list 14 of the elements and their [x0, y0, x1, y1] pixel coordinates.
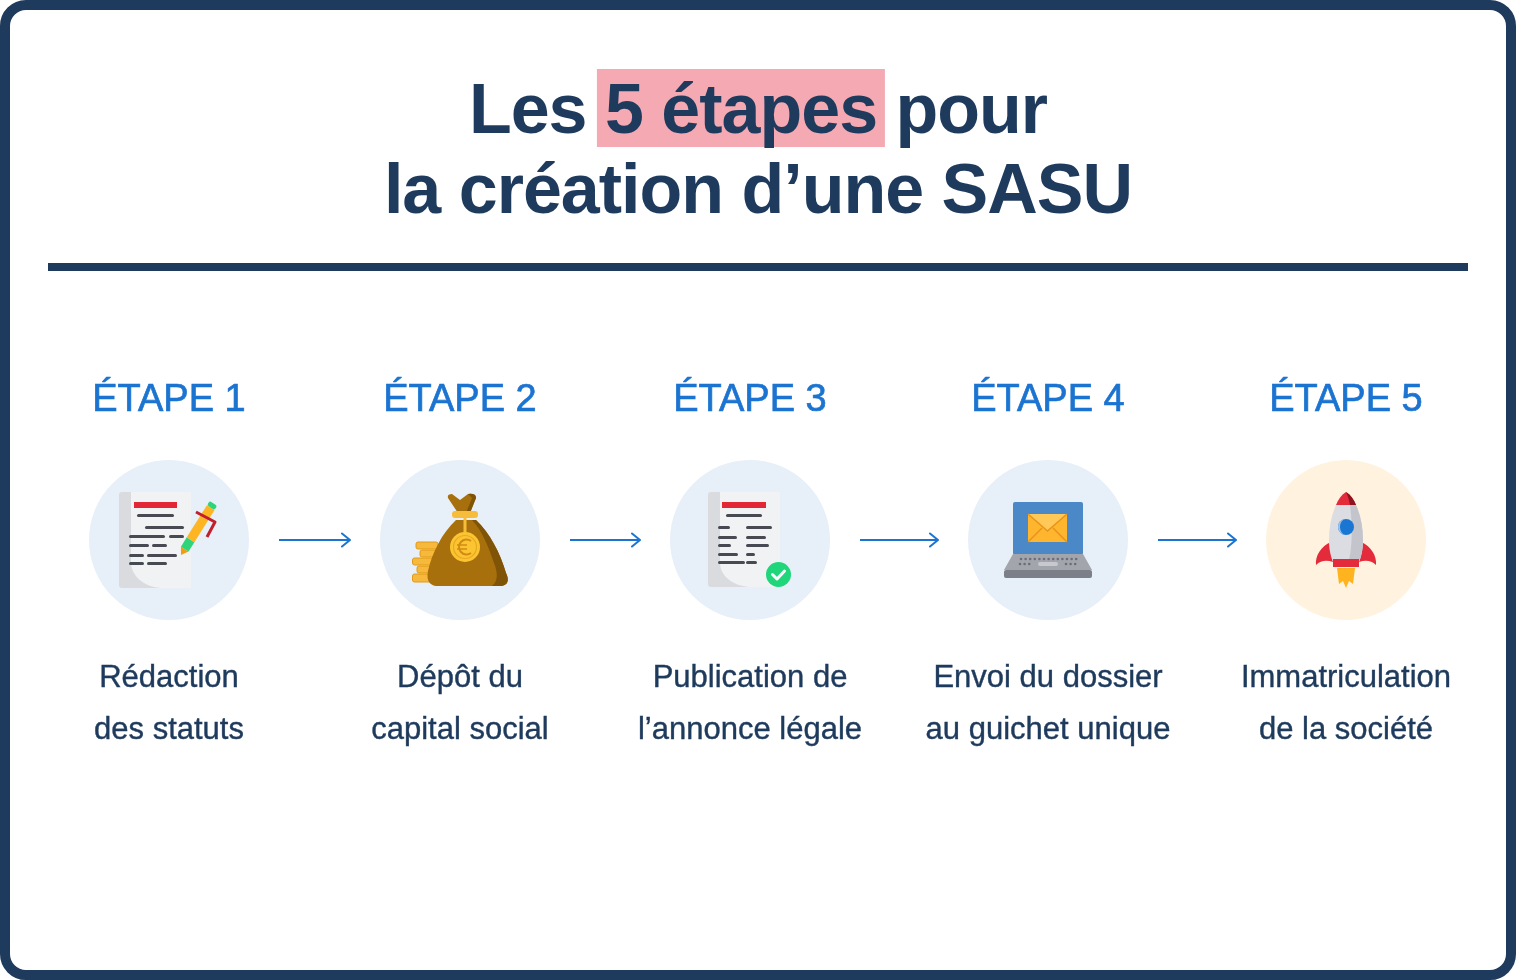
- arrow: [278, 532, 351, 548]
- step-heading: ÉTAPE 5: [1269, 376, 1423, 421]
- step-heading: ÉTAPE 2: [383, 376, 537, 421]
- step-heading: ÉTAPE 4: [971, 376, 1125, 421]
- arrow: [569, 532, 641, 548]
- step-heading: ÉTAPE 1: [92, 376, 246, 421]
- step-description: Envoi du dossier au guichet unique: [924, 658, 1172, 748]
- step-description: Rédaction des statuts: [93, 658, 245, 748]
- arrow: [1157, 532, 1237, 548]
- arrow: [859, 532, 939, 548]
- step-description: Dépôt du capital social: [370, 658, 550, 748]
- step-heading: ÉTAPE 3: [673, 376, 827, 421]
- step-description: Publication de l’annonce légale: [636, 658, 864, 748]
- step-description: Immatriculation de la société: [1239, 658, 1453, 748]
